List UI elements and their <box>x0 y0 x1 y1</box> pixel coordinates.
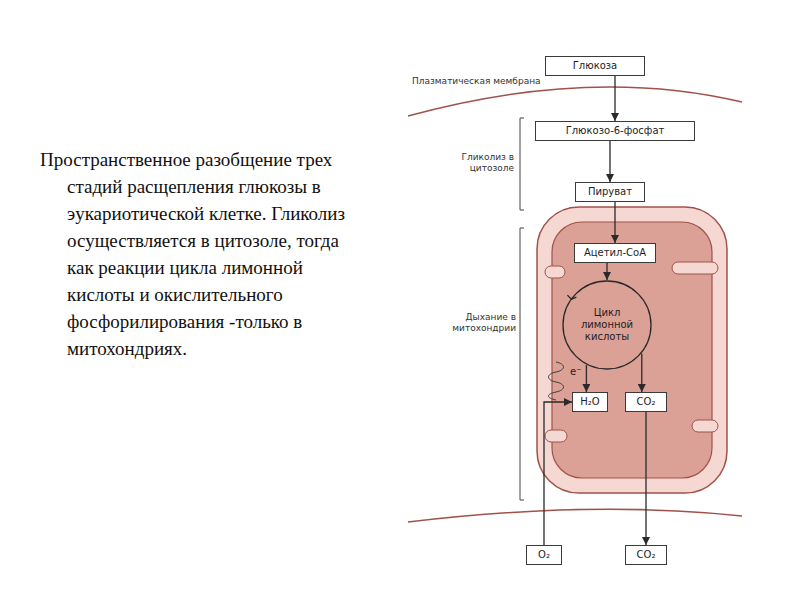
node-text: CO₂ <box>632 396 660 408</box>
membrane-label: Плазматическая мембрана <box>412 76 552 87</box>
plasma-membrane <box>408 87 742 116</box>
node-text: Глюкоза <box>552 60 638 72</box>
crista <box>545 430 567 442</box>
node-text: H₂O <box>579 396 601 408</box>
region-label: Дыхание в митохондрии <box>446 312 516 335</box>
crista <box>692 420 718 432</box>
flow-arrow <box>586 365 587 392</box>
intermediate-box: Пируват <box>575 182 645 202</box>
product-box: CO₂ <box>625 545 667 565</box>
flow-arrow <box>645 412 646 545</box>
intermediate-box: Ацетил-CoA <box>574 243 656 263</box>
mitochondrion-outer <box>537 207 727 493</box>
flow-arrow <box>614 76 615 121</box>
flow-arrow <box>609 141 610 182</box>
bracket <box>520 228 524 500</box>
cycle-ring <box>563 281 651 369</box>
flow-arrow <box>641 354 642 392</box>
crista <box>545 266 565 278</box>
node-text: O₂ <box>533 549 555 561</box>
bracket <box>520 118 524 210</box>
node-text: Ацетил-CoA <box>581 247 649 259</box>
electron-transport-chain <box>549 362 564 400</box>
substrate-box: Глюкоза <box>545 56 645 76</box>
cycle-circle: Цикл лимонной кислоты <box>562 280 652 370</box>
node-text: Пируват <box>582 186 638 198</box>
product-box: H₂O <box>572 392 608 412</box>
flow-arrow <box>614 202 615 243</box>
product-box: CO₂ <box>625 392 667 412</box>
substrate-box: O₂ <box>526 545 562 565</box>
caption-text: Пространственное разобщение трех стадий … <box>40 146 370 362</box>
flow-arrow <box>606 263 607 280</box>
intermediate-box: Глюкозо-6-фосфат <box>535 121 695 141</box>
node-text: CO₂ <box>632 549 660 561</box>
plasma-membrane <box>408 509 742 522</box>
crista <box>672 262 718 274</box>
region-label: Гликолиз в цитозоле <box>452 152 514 175</box>
mitochondrion-matrix <box>552 222 712 478</box>
node-text: Глюкозо-6-фосфат <box>542 125 688 137</box>
flow-arrow <box>544 402 572 545</box>
node-text: Цикл лимонной кислоты <box>574 307 640 343</box>
edge-label: e⁻ <box>569 366 582 377</box>
cycle-arrowhead <box>567 295 576 299</box>
